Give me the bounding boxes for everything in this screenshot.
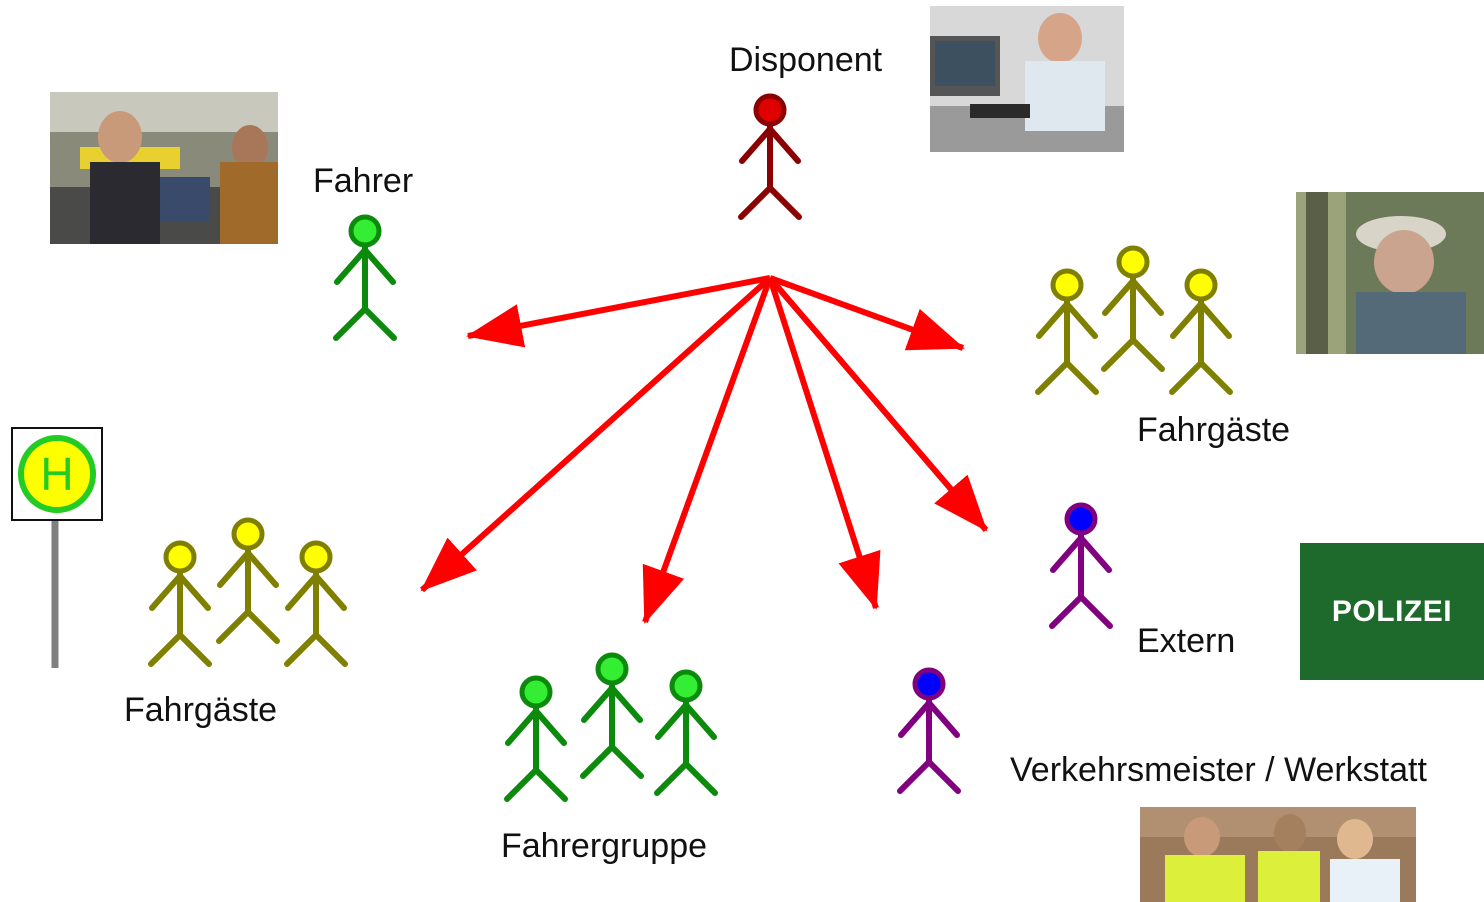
arrow-to-verkehrsmeister bbox=[767, 277, 881, 610]
figure-fahrgast-left-2 bbox=[216, 517, 280, 644]
person-head bbox=[595, 652, 629, 686]
person-head bbox=[1050, 268, 1084, 302]
figure-fahrergruppe-2 bbox=[580, 652, 644, 779]
arrow-to-fahrgaeste-left bbox=[419, 275, 773, 593]
figure-fahrergruppe-3 bbox=[654, 669, 718, 796]
person-head bbox=[1184, 268, 1218, 302]
photo-dispatcher bbox=[930, 6, 1124, 152]
stick-figures bbox=[148, 93, 1233, 802]
arrow-to-extern bbox=[767, 276, 989, 532]
figure-fahrer bbox=[333, 214, 397, 341]
figure-fahrgast-right-2 bbox=[1101, 245, 1165, 372]
person-head bbox=[299, 540, 333, 574]
label-fahrergruppe: Fahrergruppe bbox=[501, 827, 708, 865]
person-head bbox=[753, 93, 787, 127]
figure-verkehrsmeister bbox=[897, 667, 961, 794]
figure-fahrgast-left-3 bbox=[284, 540, 348, 667]
figure-extern bbox=[1049, 502, 1113, 629]
label-fahrer: Fahrer bbox=[313, 162, 414, 200]
arrow-to-fahrergruppe bbox=[642, 276, 773, 624]
figure-fahrgast-right-1 bbox=[1035, 268, 1099, 395]
figure-fahrgast-right-3 bbox=[1169, 268, 1233, 395]
person-head bbox=[163, 540, 197, 574]
figure-disponent bbox=[738, 93, 802, 220]
person-head bbox=[231, 517, 265, 551]
arrow-to-fahrgaeste-right bbox=[768, 275, 965, 351]
label-fahrgaeste-right: Fahrgäste bbox=[1137, 411, 1291, 449]
label-extern: Extern bbox=[1137, 622, 1236, 660]
figure-fahrgast-left-1 bbox=[148, 540, 212, 667]
person-head bbox=[519, 675, 553, 709]
person-head bbox=[912, 667, 946, 701]
label-fahrgaeste-left: Fahrgäste bbox=[124, 691, 278, 729]
bus-stop-letter: H bbox=[40, 448, 73, 500]
person-head bbox=[1064, 502, 1098, 536]
bus-stop-sign-icon: H bbox=[11, 427, 103, 668]
person-head bbox=[1116, 245, 1150, 279]
photo-passenger bbox=[1296, 192, 1484, 354]
arrow-to-fahrer bbox=[466, 275, 771, 348]
label-disponent: Disponent bbox=[729, 41, 883, 79]
photo-traffic-staff bbox=[1140, 807, 1416, 902]
figure-fahrergruppe-1 bbox=[504, 675, 568, 802]
label-verkehrsmeister: Verkehrsmeister / Werkstatt bbox=[1010, 751, 1427, 789]
person-head bbox=[348, 214, 382, 248]
arrows bbox=[419, 275, 989, 624]
person-head bbox=[669, 669, 703, 703]
photo-bus-driver bbox=[50, 92, 278, 244]
polizei-text: POLIZEI bbox=[1331, 594, 1453, 628]
polizei-sign: POLIZEI bbox=[1300, 543, 1484, 680]
